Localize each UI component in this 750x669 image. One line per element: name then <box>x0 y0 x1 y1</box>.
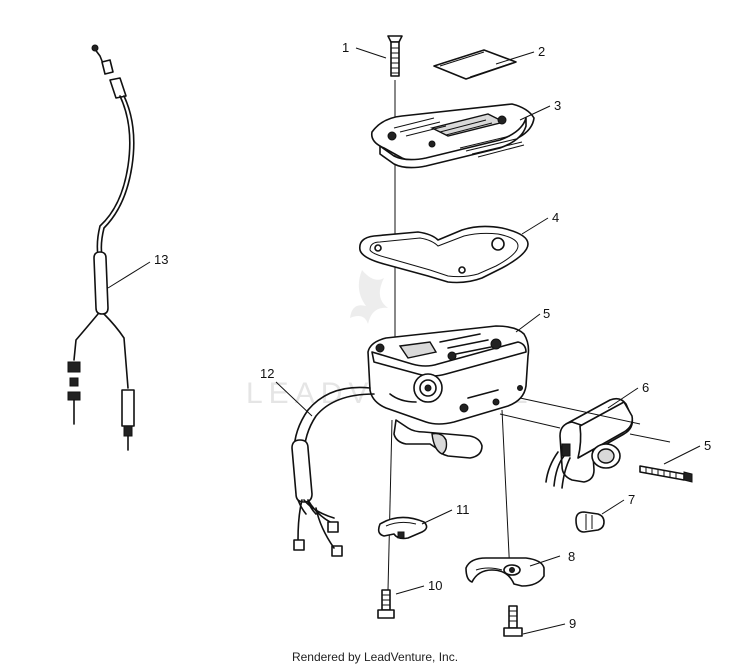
callout-7: 7 <box>628 492 635 507</box>
callout-2: 2 <box>538 44 545 59</box>
part-2-label <box>433 49 517 80</box>
callout-12: 12 <box>260 366 274 381</box>
leader-lines <box>107 47 701 635</box>
part-7-bulb <box>575 511 605 533</box>
part-1-screw <box>387 35 403 77</box>
part-5-bolt <box>639 465 693 483</box>
part-12-harness <box>291 386 375 557</box>
callout-4: 4 <box>552 210 559 225</box>
shaft-lines <box>499 397 671 443</box>
part-10-bolt <box>377 589 395 619</box>
callout-11: 11 <box>456 502 470 517</box>
callout-6: 6 <box>642 380 649 395</box>
callout-8: 8 <box>568 549 575 564</box>
part-11-clip <box>377 516 428 540</box>
callout-numbers: 1 2 3 4 5 6 5 7 8 9 10 11 12 13 <box>154 40 711 631</box>
callout-5-housing: 5 <box>543 306 550 321</box>
callout-10: 10 <box>428 578 442 593</box>
footer-credit: Rendered by LeadVenture, Inc. <box>291 650 459 664</box>
callout-3: 3 <box>554 98 561 113</box>
part-4-gasket <box>358 225 529 284</box>
part-3-top-cover <box>370 103 535 169</box>
part-9-bolt <box>503 605 523 637</box>
part-8-clamp <box>465 557 545 587</box>
callout-5-bolt: 5 <box>704 438 711 453</box>
part-5-housing <box>367 325 530 459</box>
callout-1: 1 <box>342 40 349 55</box>
callout-13: 13 <box>154 252 168 267</box>
part-13-cable <box>67 44 135 451</box>
callout-9: 9 <box>569 616 576 631</box>
part-6-switch-housing <box>545 397 634 489</box>
